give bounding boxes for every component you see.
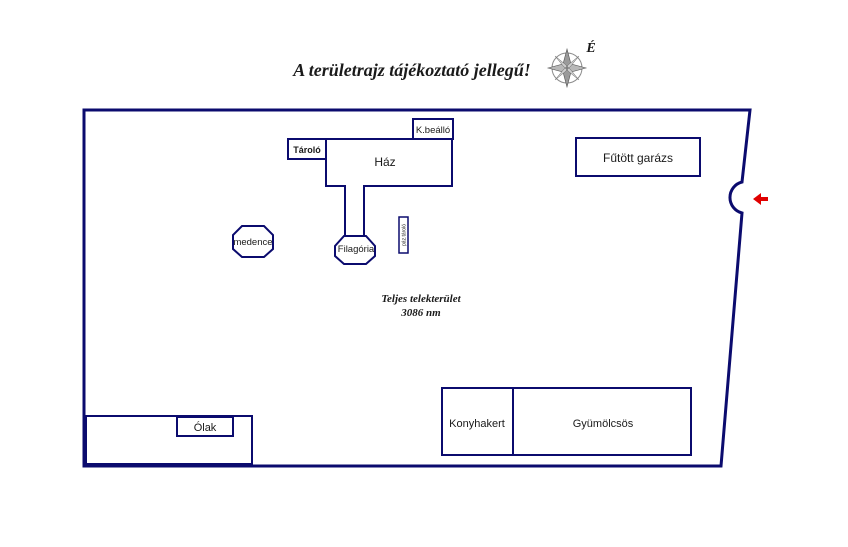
building-futott-garazs	[575, 137, 701, 177]
red-arrow-left-icon	[753, 193, 768, 205]
building-olak	[176, 416, 234, 437]
pool-medence-label: medence	[233, 237, 272, 248]
plot-boundary	[82, 108, 752, 468]
compass-rose-icon	[546, 47, 588, 89]
zone-konyhakert-label: Konyhakert	[449, 418, 505, 430]
building-haz-label: Ház	[374, 155, 395, 169]
building-kbeallo-label: K.beálló	[416, 125, 450, 136]
compass-north-label: É	[585, 39, 595, 56]
building-tarolo-label: Tároló	[293, 145, 321, 155]
building-paz-tarolo	[398, 216, 409, 254]
building-olak-label: Ólak	[194, 421, 217, 434]
zone-konyhakert	[441, 387, 514, 456]
zone-gyumolcsos-label: Gyümölcsös	[573, 418, 634, 430]
pool-medence	[232, 225, 274, 258]
area-value: 3086 nm	[400, 307, 441, 319]
building-filagoria-label: Filagória	[338, 244, 375, 255]
zone-gyumolcsos	[512, 387, 692, 456]
building-futott-garazs-label: Fűtött garázs	[603, 151, 673, 165]
page-title: A területrajz tájékoztató jellegű!	[292, 60, 531, 80]
area-label: Teljes telekterület	[381, 293, 461, 305]
building-filagoria	[334, 235, 376, 265]
building-paz-tarolo-label: páz.tároló	[402, 224, 408, 246]
